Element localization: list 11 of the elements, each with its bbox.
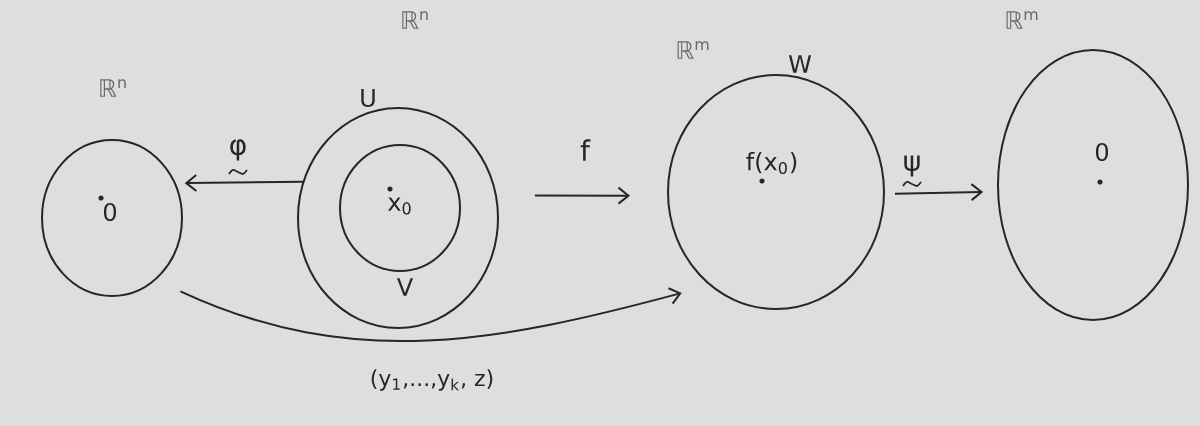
edge-label: (y$_{1}$,...,y$_{k}$, z): [371, 369, 493, 391]
space-label: ℝ$^{n}$: [100, 79, 126, 97]
edge-label: ψ: [902, 155, 922, 187]
space-label: ℝ$^{m}$: [1006, 11, 1038, 29]
edge-label: φ: [228, 139, 248, 175]
arrow: [894, 183, 984, 202]
arrow: [533, 186, 631, 205]
arrow: [179, 287, 682, 342]
space-label: ℝ$^{n}$: [402, 11, 428, 29]
arrow: [184, 174, 305, 192]
edge-label: f: [580, 139, 591, 161]
